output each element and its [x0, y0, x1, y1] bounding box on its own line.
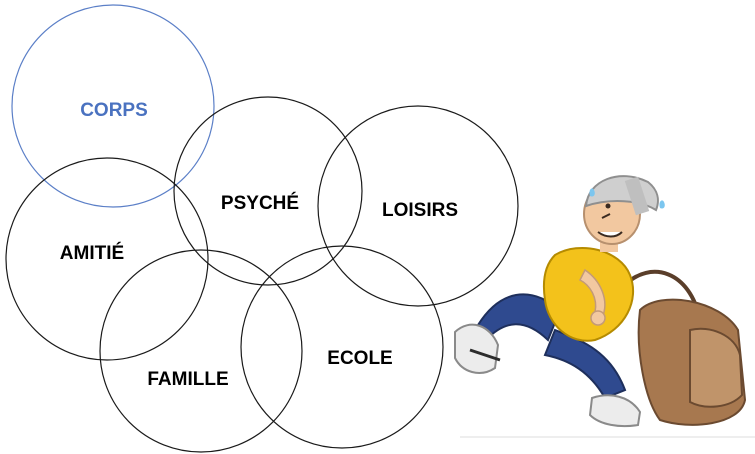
backpack-pocket [689, 327, 744, 408]
torso-shirt [542, 246, 635, 342]
circle-loisirs [317, 105, 519, 307]
label-loisirs: LOISIRS [382, 200, 458, 221]
fist [590, 310, 606, 326]
back-shoe [454, 323, 500, 374]
label-ecole: ECOLE [327, 348, 392, 369]
front-shoe [588, 394, 642, 428]
circle-amitie [5, 157, 209, 361]
circle-famille [99, 249, 303, 453]
label-famille: FAMILLE [147, 369, 228, 390]
label-psyche: PSYCHÉ [221, 192, 299, 214]
label-corps: CORPS [80, 100, 148, 121]
sweat-drop-icon [659, 200, 665, 209]
label-amitie: AMITIÉ [60, 242, 124, 264]
running-student-illustration [454, 175, 755, 438]
circle-psyche [173, 96, 363, 286]
circle-corps [11, 4, 215, 208]
sweat-drop-icon [589, 188, 595, 197]
circle-ecole [240, 245, 444, 449]
backpack-icon [623, 269, 747, 426]
